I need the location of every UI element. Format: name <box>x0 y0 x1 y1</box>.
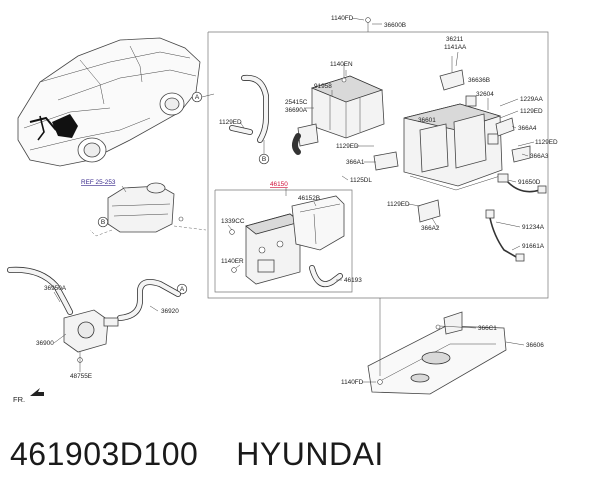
bracket-36606 <box>367 311 507 395</box>
label-36606: 36606 <box>526 342 544 349</box>
label-1129ed-mid: 1129ED <box>336 143 359 150</box>
brand-name: HYUNDAI <box>236 436 384 472</box>
svg-text:A: A <box>180 286 185 293</box>
label-46150-highlight: 46150 <box>270 181 288 188</box>
label-1129ed-left: 1129ED <box>219 119 242 126</box>
bracket-366a3 <box>511 145 531 163</box>
component-46150 <box>245 213 301 285</box>
parts-exploded-diagram: REF 25-253 A B A B <box>7 15 558 404</box>
label-46193: 46193 <box>344 277 362 284</box>
inverter-unit <box>403 95 503 191</box>
bracket-366a4 <box>495 117 515 137</box>
hose-46193 <box>309 265 343 288</box>
label-366a2: 366A2 <box>421 225 440 232</box>
bracket-36636b <box>439 69 465 91</box>
label-36601: 36601 <box>418 117 436 124</box>
svg-text:B: B <box>262 156 266 163</box>
label-1140fd-top: 1140FD <box>331 15 354 22</box>
front-direction-arrow <box>30 388 44 396</box>
label-36900: 36900 <box>36 340 54 347</box>
label-1229aa: 1229AA <box>520 96 543 103</box>
bracket-46152b <box>291 195 345 251</box>
label-91661a: 91661A <box>522 243 545 250</box>
label-36600b: 36600B <box>384 22 406 29</box>
bracket-366a1 <box>373 151 399 171</box>
hose-36920 <box>117 279 181 321</box>
front-direction-label: FR. <box>13 395 25 404</box>
label-1140fd-bottom: 1140FD <box>341 379 364 386</box>
cooling-module <box>292 75 385 155</box>
svg-text:A: A <box>195 94 200 101</box>
label-366a3: 366A3 <box>530 153 549 160</box>
part-number: 461903D100 <box>10 436 199 472</box>
label-1141aa: 1141AA <box>444 44 467 51</box>
label-366a4: 366A4 <box>518 125 537 132</box>
label-1140en: 1140EN <box>330 61 353 68</box>
label-36636b: 36636B <box>468 77 490 84</box>
label-91958: 91958 <box>314 83 332 90</box>
callout-b-right: B <box>97 216 109 228</box>
water-pump-36900 <box>63 309 119 353</box>
label-32604: 32604 <box>476 91 494 98</box>
cable-91661a <box>485 209 525 262</box>
callout-a-left: A <box>191 91 203 103</box>
ref-label: REF 25-253 <box>81 179 116 186</box>
callout-a-right: A <box>176 283 188 295</box>
label-36211: 36211 <box>446 36 464 43</box>
label-1129ed-low: 1129ED <box>387 201 410 208</box>
label-366a1: 366A1 <box>346 159 365 166</box>
label-25415c: 25415C <box>285 99 308 106</box>
label-1140er: 1140ER <box>221 258 244 265</box>
vehicle-illustration <box>17 37 201 167</box>
reservoir-tank <box>107 182 175 233</box>
label-1129ed-r2: 1129ED <box>535 139 558 146</box>
sensor-cable-91650d <box>497 173 547 194</box>
label-48755e: 48755E <box>70 373 92 380</box>
bracket-366a2 <box>417 199 441 223</box>
lower-hose-36950a <box>7 266 73 315</box>
label-91234a: 91234A <box>522 224 545 231</box>
label-46152b: 46152B <box>298 195 320 202</box>
upper-hose <box>229 74 269 143</box>
label-366c1: 366C1 <box>478 325 497 332</box>
main-frame <box>207 31 549 299</box>
label-91650d: 91650D <box>518 179 541 186</box>
label-36920: 36920 <box>161 308 179 315</box>
part-caption: 461903D100 HYUNDAI <box>10 424 600 484</box>
label-36950a: 36950A <box>44 285 67 292</box>
label-1129ed-r1: 1129ED <box>520 108 543 115</box>
svg-text:B: B <box>101 219 105 226</box>
label-36690a: 36690A <box>285 107 308 114</box>
label-1125dl: 1125DL <box>350 177 372 184</box>
callout-b-left: B <box>258 153 270 165</box>
label-1339cc: 1339CC <box>221 218 245 225</box>
sub-frame <box>214 189 353 293</box>
